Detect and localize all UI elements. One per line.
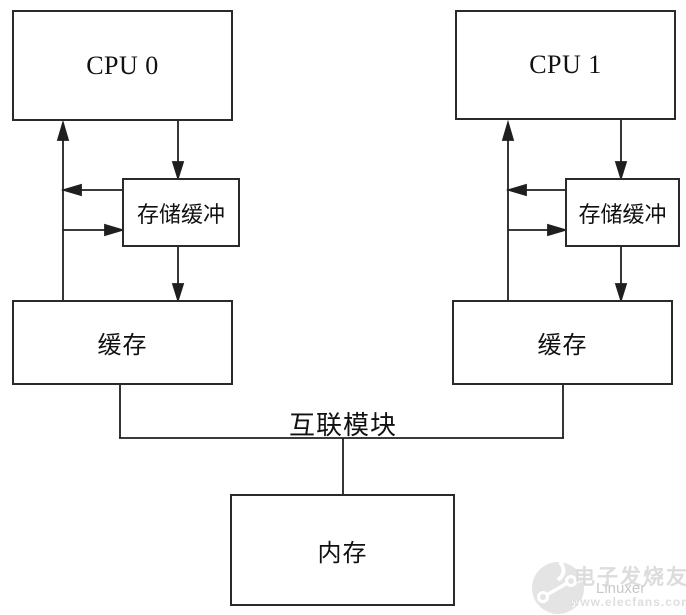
cpu0-label: CPU 0	[86, 50, 159, 80]
arrowhead-left-sbright	[505, 183, 527, 197]
node-cpu0: CPU 0	[12, 10, 233, 121]
node-cache-right: 缓存	[452, 300, 673, 385]
node-memory: 内存	[230, 494, 455, 606]
arrowhead-left-sbleft	[60, 183, 82, 197]
store-buffer-left-label: 存储缓冲	[136, 201, 225, 227]
node-cpu1: CPU 1	[455, 10, 676, 120]
memory-label: 内存	[317, 540, 368, 567]
arrowhead-down-cpu0-sbleft	[171, 161, 185, 182]
arrowhead-down-sbright-cacheright	[614, 283, 628, 304]
arrowhead-up-right	[501, 119, 515, 141]
cpu1-label: CPU 1	[529, 50, 602, 79]
node-store-buffer-left: 存储缓冲	[122, 178, 240, 247]
arrowhead-down-cpu1-sbright	[614, 161, 628, 182]
arrowhead-right-sbright	[547, 223, 569, 237]
arrowhead-up-left	[56, 119, 70, 141]
arrowhead-down-sbleft-cacheleft	[171, 283, 185, 304]
cache-right-label: 缓存	[537, 333, 588, 359]
node-cache-left: 缓存	[12, 300, 233, 385]
store-buffer-right-label: 存储缓冲	[578, 201, 667, 227]
arrowhead-right-sbleft	[104, 223, 126, 237]
node-store-buffer-right: 存储缓冲	[565, 178, 680, 247]
interconnect-label: 互联模块	[288, 411, 397, 440]
cache-left-label: 缓存	[97, 333, 148, 359]
